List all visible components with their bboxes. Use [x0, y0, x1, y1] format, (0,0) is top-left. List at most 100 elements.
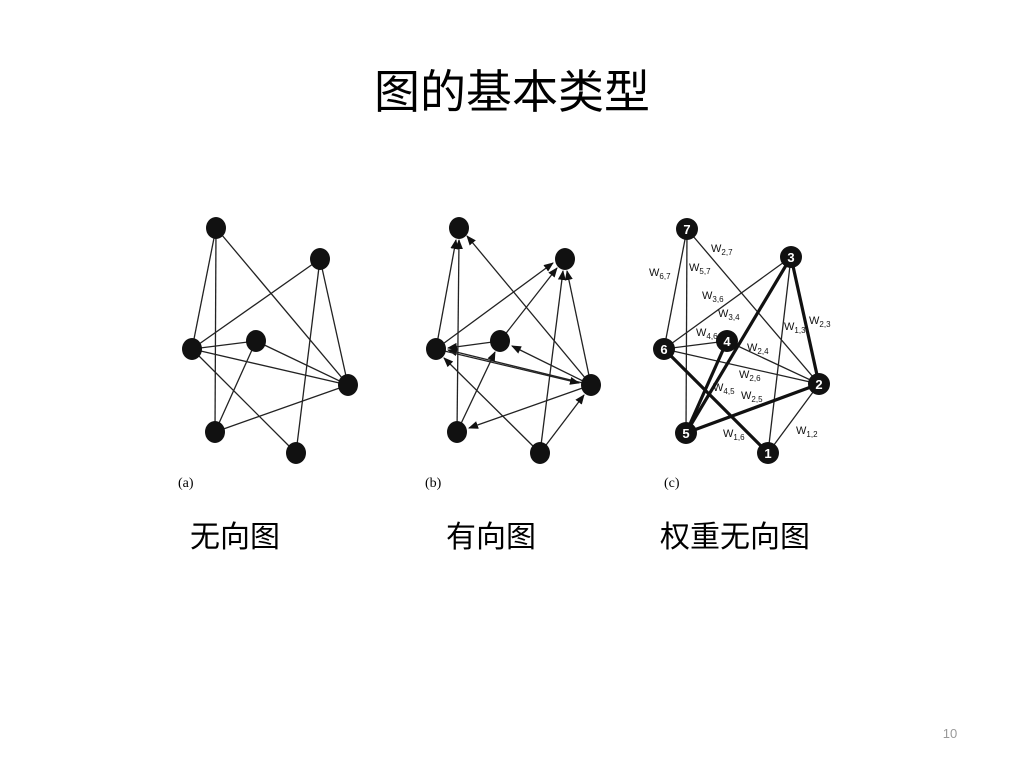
edge — [191, 258, 321, 350]
edge — [191, 340, 257, 350]
edge — [191, 348, 349, 386]
svg-text:7: 7 — [683, 222, 690, 237]
graph-node — [205, 421, 225, 443]
edge — [663, 228, 688, 350]
edge — [726, 340, 820, 385]
edge-weight-label: W5,7 — [689, 262, 711, 276]
graph-node-4: 4 — [716, 330, 738, 352]
edge — [191, 348, 297, 454]
edge — [685, 228, 688, 434]
undirected-edges — [191, 227, 349, 454]
graph-node — [530, 442, 550, 464]
directed-edge — [454, 239, 463, 433]
panel-b-sublabel: (b) — [425, 476, 442, 491]
graph-node — [286, 442, 306, 464]
edge-weight-label: W2,3 — [809, 315, 831, 329]
edge-weight-label: W4,5 — [713, 382, 735, 396]
graph-node — [449, 217, 469, 239]
svg-text:5: 5 — [682, 426, 689, 441]
caption-directed-graph: 有向图 — [446, 520, 536, 555]
caption-undirected-graph: 无向图 — [190, 520, 280, 555]
directed-edge — [468, 384, 592, 429]
panel-c-sublabel: (c) — [664, 476, 680, 491]
graph-node — [310, 248, 330, 270]
edge-weight-label: W2,6 — [739, 369, 761, 383]
edge — [191, 227, 217, 350]
edge — [255, 340, 349, 386]
bold-edge — [789, 256, 821, 385]
bold-edge — [684, 340, 729, 434]
edge — [663, 256, 792, 350]
graph-node — [426, 338, 446, 360]
edge-weight-label: W1,2 — [796, 425, 818, 439]
graph-node — [246, 330, 266, 352]
bold-edge — [685, 382, 820, 435]
graph-node-2: 2 — [808, 373, 830, 395]
edge-weight-label: W2,5 — [741, 390, 763, 404]
directed-edge — [447, 348, 592, 386]
graph-node — [206, 217, 226, 239]
slide-title: 图的基本类型 — [374, 65, 650, 119]
bold-edge — [662, 347, 770, 455]
directed-edges — [435, 235, 592, 454]
weighted-graph: W2,7 W5,7 W6,7 W3,6 W3,4 W1,3 W2,3 W4,6 … — [649, 218, 831, 464]
caption-weighted-graph: 权重无向图 — [660, 520, 810, 555]
graph-node-5: 5 — [675, 422, 697, 444]
edge — [214, 384, 349, 433]
graph-node-3: 3 — [780, 246, 802, 268]
edge — [215, 227, 349, 386]
edge-weight-label: W1,6 — [723, 428, 745, 442]
directed-edge — [435, 262, 554, 350]
weighted-edges — [662, 228, 821, 455]
edge — [214, 227, 217, 433]
graph-node-1: 1 — [757, 442, 779, 464]
edge-weight-label: W6,7 — [649, 267, 671, 281]
graph-node — [338, 374, 358, 396]
directed-edge — [435, 239, 459, 350]
svg-text:3: 3 — [787, 250, 794, 265]
graph-node — [447, 421, 467, 443]
edge — [295, 258, 321, 454]
edge — [767, 256, 792, 454]
bold-edge — [684, 256, 793, 434]
weighted-nodes: 1 2 3 4 5 6 7 — [653, 218, 830, 464]
svg-text:2: 2 — [815, 377, 822, 392]
directed-edge — [443, 357, 541, 454]
svg-text:6: 6 — [660, 342, 667, 357]
edge-weight-label: W2,4 — [747, 342, 769, 356]
edge-weight-label: W2,7 — [711, 243, 733, 257]
edge-weight-label: W3,6 — [702, 290, 724, 304]
graph-node-7: 7 — [676, 218, 698, 240]
directed-edge — [499, 267, 558, 342]
directed-edge — [539, 394, 585, 454]
directed-edge — [456, 351, 496, 433]
edge-weight-label: W1,3 — [784, 321, 806, 335]
directed-edge — [564, 270, 592, 386]
undirected-nodes — [182, 217, 358, 464]
edge-weight-label: W4,6 — [696, 327, 718, 341]
graph-node — [555, 248, 575, 270]
directed-edge — [539, 270, 566, 454]
edge — [686, 228, 820, 385]
edge — [663, 348, 820, 385]
directed-nodes — [426, 217, 601, 464]
directed-edge — [435, 348, 580, 385]
edge-weight-labels: W2,7 W5,7 W6,7 W3,6 W3,4 W1,3 W2,3 W4,6 … — [649, 243, 831, 442]
graph-node — [490, 330, 510, 352]
directed-edge — [511, 345, 592, 386]
page-number: 10 — [942, 726, 958, 741]
graph-node — [581, 374, 601, 396]
undirected-graph — [182, 217, 358, 464]
directed-graph — [426, 217, 601, 464]
edge — [319, 258, 349, 386]
edge-weight-label: W3,4 — [718, 308, 740, 322]
graph-node-6: 6 — [653, 338, 675, 360]
directed-edge — [466, 235, 592, 386]
edge — [214, 340, 257, 433]
panel-a-sublabel: (a) — [178, 476, 194, 491]
graph-node — [182, 338, 202, 360]
edge — [767, 383, 820, 454]
svg-text:4: 4 — [723, 334, 731, 349]
svg-text:1: 1 — [764, 446, 771, 461]
